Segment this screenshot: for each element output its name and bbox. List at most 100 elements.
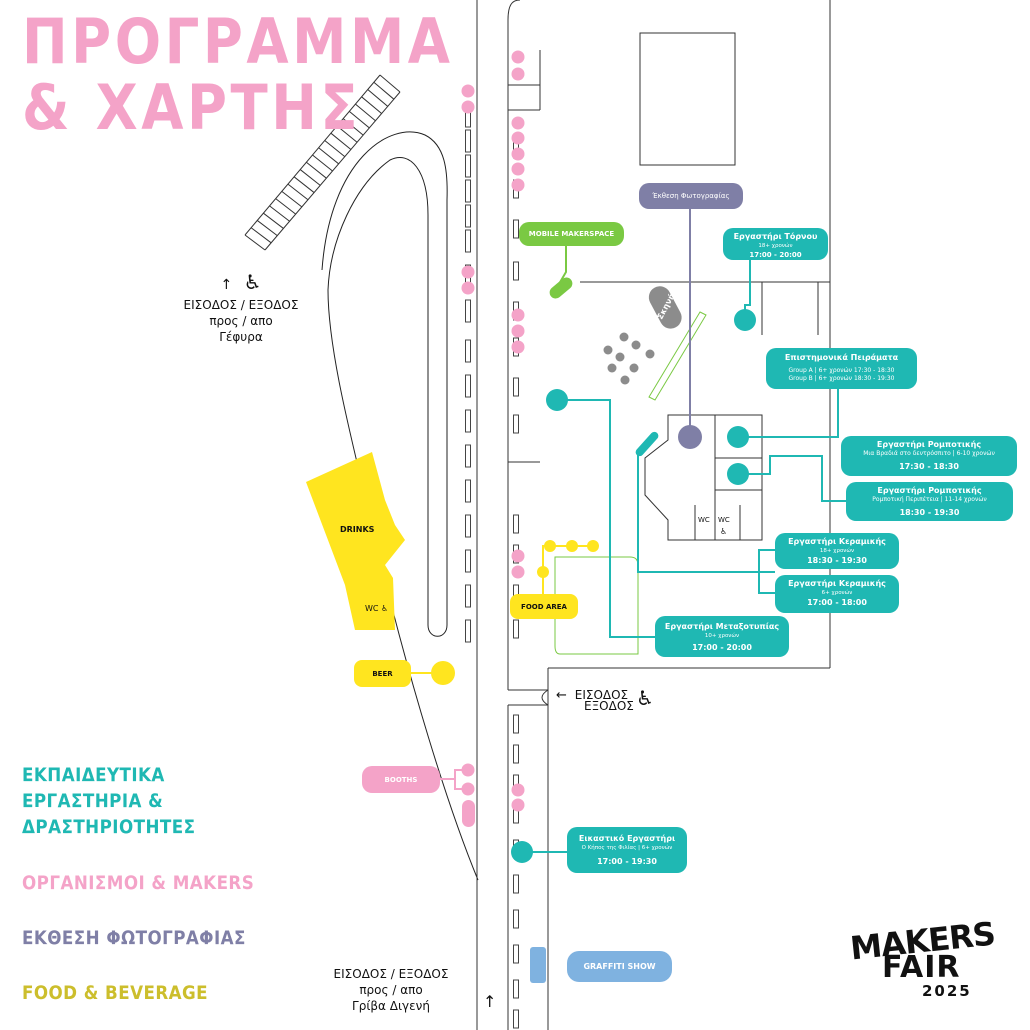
stage-marker[interactable] xyxy=(645,282,686,332)
pink-dot xyxy=(511,565,525,579)
entrance-bottom-line1: ΕΙΣΟΔΟΣ / ΕΞΟΔΟΣ xyxy=(333,967,449,981)
pink-dot xyxy=(511,178,525,192)
workshop-subtitle: Ο Κήπος της Φιλίας | 6+ χρονών xyxy=(581,845,673,851)
lane-dashes xyxy=(465,104,519,1029)
lane-dash xyxy=(513,414,519,434)
makers-fair-logo: MAKERS FAIR 2025 xyxy=(848,915,998,1004)
workshop-ceramics-2[interactable]: Εργαστήρι Κεραμικής 6+ χρονών 17:00 - 18… xyxy=(775,575,899,613)
pink-dot xyxy=(461,265,475,279)
workshop-ceramics-1[interactable]: Εργαστήρι Κεραμικής 18+ χρονών 18:30 - 1… xyxy=(775,533,899,569)
lane-dash xyxy=(465,479,471,503)
pink-dot xyxy=(511,147,525,161)
yellow-dot xyxy=(587,540,599,552)
workshop-time: 18:30 - 19:30 xyxy=(807,556,867,565)
location-dots xyxy=(431,50,756,863)
stair-rung xyxy=(355,103,376,122)
workshop-robotics-1[interactable]: Εργαστήρι Ρομποτικής Μια Βραδιά στο δεντ… xyxy=(841,436,1017,476)
workshop-science[interactable]: Επιστημονικά Πειράματα Group A | 6+ χρον… xyxy=(766,348,917,389)
arrow-left-icon: ← xyxy=(556,688,567,703)
mobile-makerspace-marker[interactable] xyxy=(547,275,575,301)
legend-educational-line3: ΔΡΑΣΤΗΡΙΟΤΗΤΕΣ xyxy=(22,816,196,838)
food-area-label[interactable]: FOOD AREA xyxy=(510,594,578,619)
purple-dot xyxy=(678,425,702,449)
stair-rung xyxy=(293,176,315,193)
lane-dash xyxy=(513,219,519,239)
connector-line xyxy=(740,455,846,502)
lane-dash xyxy=(465,339,471,363)
stair-rung xyxy=(348,110,370,129)
workshop-title: Εργαστήρι Τόρνου xyxy=(733,232,818,241)
teal-dot xyxy=(727,463,749,485)
pink-dot xyxy=(461,100,475,114)
connector-line xyxy=(637,454,775,573)
arrow-up-icon: ↑ xyxy=(220,277,233,293)
entrance-bridge: ↑ ♿ ΕΙΣΟΔΟΣ / ΕΞΟΔΟΣ προς / απο Γέφυρα xyxy=(166,272,316,345)
yellow-dot xyxy=(431,661,455,685)
connector-lines xyxy=(411,209,846,853)
lane-dash xyxy=(465,584,471,608)
lane-dash xyxy=(465,204,471,228)
pink-dot xyxy=(511,131,525,145)
photo-exhibition-label[interactable]: Έκθεση Φωτογραφίας xyxy=(639,183,743,209)
logo-line2: FAIR xyxy=(882,950,961,985)
entrance-main-line2: ΕΞΟΔΟΣ xyxy=(584,699,634,713)
pink-dot xyxy=(511,50,525,64)
entrance-bottom: ΕΙΣΟΔΟΣ / ΕΞΟΔΟΣ προς / απο Γρίβα Διγενή xyxy=(316,966,466,1014)
lane-dash xyxy=(513,377,519,397)
workshop-screenprint[interactable]: Εργαστήρι Μεταξοτυπίας 10+ χρονών 17:00 … xyxy=(655,616,789,657)
wheelchair-icon: ♿ xyxy=(243,270,262,294)
yellow-dot xyxy=(537,566,549,578)
graffiti-label[interactable]: GRAFFITI SHOW xyxy=(567,951,672,982)
lane-dash xyxy=(513,1009,519,1029)
pink-dot xyxy=(461,763,475,777)
stair-rung xyxy=(342,118,364,136)
workshop-row: Group A | 6+ χρονών 17:30 - 18:30 xyxy=(788,367,895,374)
workshop-time: 17:00 - 18:00 xyxy=(807,598,867,607)
workshop-robotics-2[interactable]: Εργαστήρι Ρομποτικής Ρομποτική Περιπέτει… xyxy=(846,482,1013,521)
workshop-title: Εργαστήρι Κεραμικής xyxy=(788,537,886,546)
stair-rung xyxy=(379,74,401,93)
road-outlines xyxy=(476,0,831,1030)
connector-line xyxy=(440,769,467,780)
legend-educational-line2: ΕΡΓΑΣΤΗΡΙΑ & xyxy=(22,790,164,812)
connector-line xyxy=(740,389,839,438)
booths-label[interactable]: BOOTHS xyxy=(362,766,440,793)
entrance-main: ← ΕΙΣΟΔΟΣ ♿ ΕΞΟΔΟΣ xyxy=(556,684,676,714)
lane-dash xyxy=(513,261,519,281)
graffiti-marker[interactable] xyxy=(530,947,546,983)
lane-dash xyxy=(513,944,519,964)
workshop-subtitle: Μια Βραδιά στο δεντρόσπιτο | 6-10 χρονών xyxy=(863,450,995,457)
workshop-time: 17:00 - 19:30 xyxy=(597,857,657,866)
lane-dash xyxy=(465,374,471,398)
teal-dot xyxy=(734,309,756,331)
wheelchair-icon: ♿ xyxy=(720,527,728,536)
legend-educational: ΕΚΠΑΙΔΕΥΤΙΚΑ ΕΡΓΑΣΤΗΡΙΑ & ΔΡΑΣΤΗΡΙΟΤΗΤΕΣ xyxy=(22,762,195,840)
workshop-lathe[interactable]: Εργαστήρι Τόρνου 18+ χρονών 17:00 - 20:0… xyxy=(723,228,828,260)
stair-rung xyxy=(275,198,296,215)
wc-drinks-label: WC ♿ xyxy=(365,604,389,613)
lane-dash xyxy=(513,909,519,929)
lane-dash xyxy=(465,229,471,253)
pink-dot xyxy=(511,324,525,338)
workshop-title: Εργαστήρι Κεραμικής xyxy=(788,579,886,588)
mobile-makerspace-label[interactable]: MOBILE MAKERSPACE xyxy=(519,222,624,246)
lane-dash xyxy=(465,179,471,203)
entrance-bridge-line1: ΕΙΣΟΔΟΣ / ΕΞΟΔΟΣ xyxy=(183,298,299,312)
workshop-art[interactable]: Εικαστικό Εργαστήρι Ο Κήπος της Φιλίας |… xyxy=(567,827,687,873)
lane-dash xyxy=(465,154,471,178)
pink-dot xyxy=(461,782,475,796)
page-title-line2: & ΧΑΡΤΗΣ xyxy=(22,71,362,144)
stair-rung xyxy=(312,154,333,172)
legend-educational-line1: ΕΚΠΑΙΔΕΥΤΙΚΑ xyxy=(22,764,165,786)
legend-photography: ΕΚΘΕΣΗ ΦΩΤΟΓΡΑΦΙΑΣ xyxy=(22,927,246,949)
stair-rung xyxy=(330,132,352,150)
lane-dash xyxy=(465,619,471,643)
teal-dot xyxy=(511,841,533,863)
workshop-title: Εικαστικό Εργαστήρι xyxy=(578,834,676,843)
beer-label[interactable]: BEER xyxy=(354,660,411,687)
stair-rung xyxy=(281,190,303,208)
workshop-title: Εργαστήρι Ρομποτικής xyxy=(877,486,982,495)
teal-pill-marker[interactable] xyxy=(634,430,660,458)
workshop-time: 17:30 - 18:30 xyxy=(899,462,959,471)
